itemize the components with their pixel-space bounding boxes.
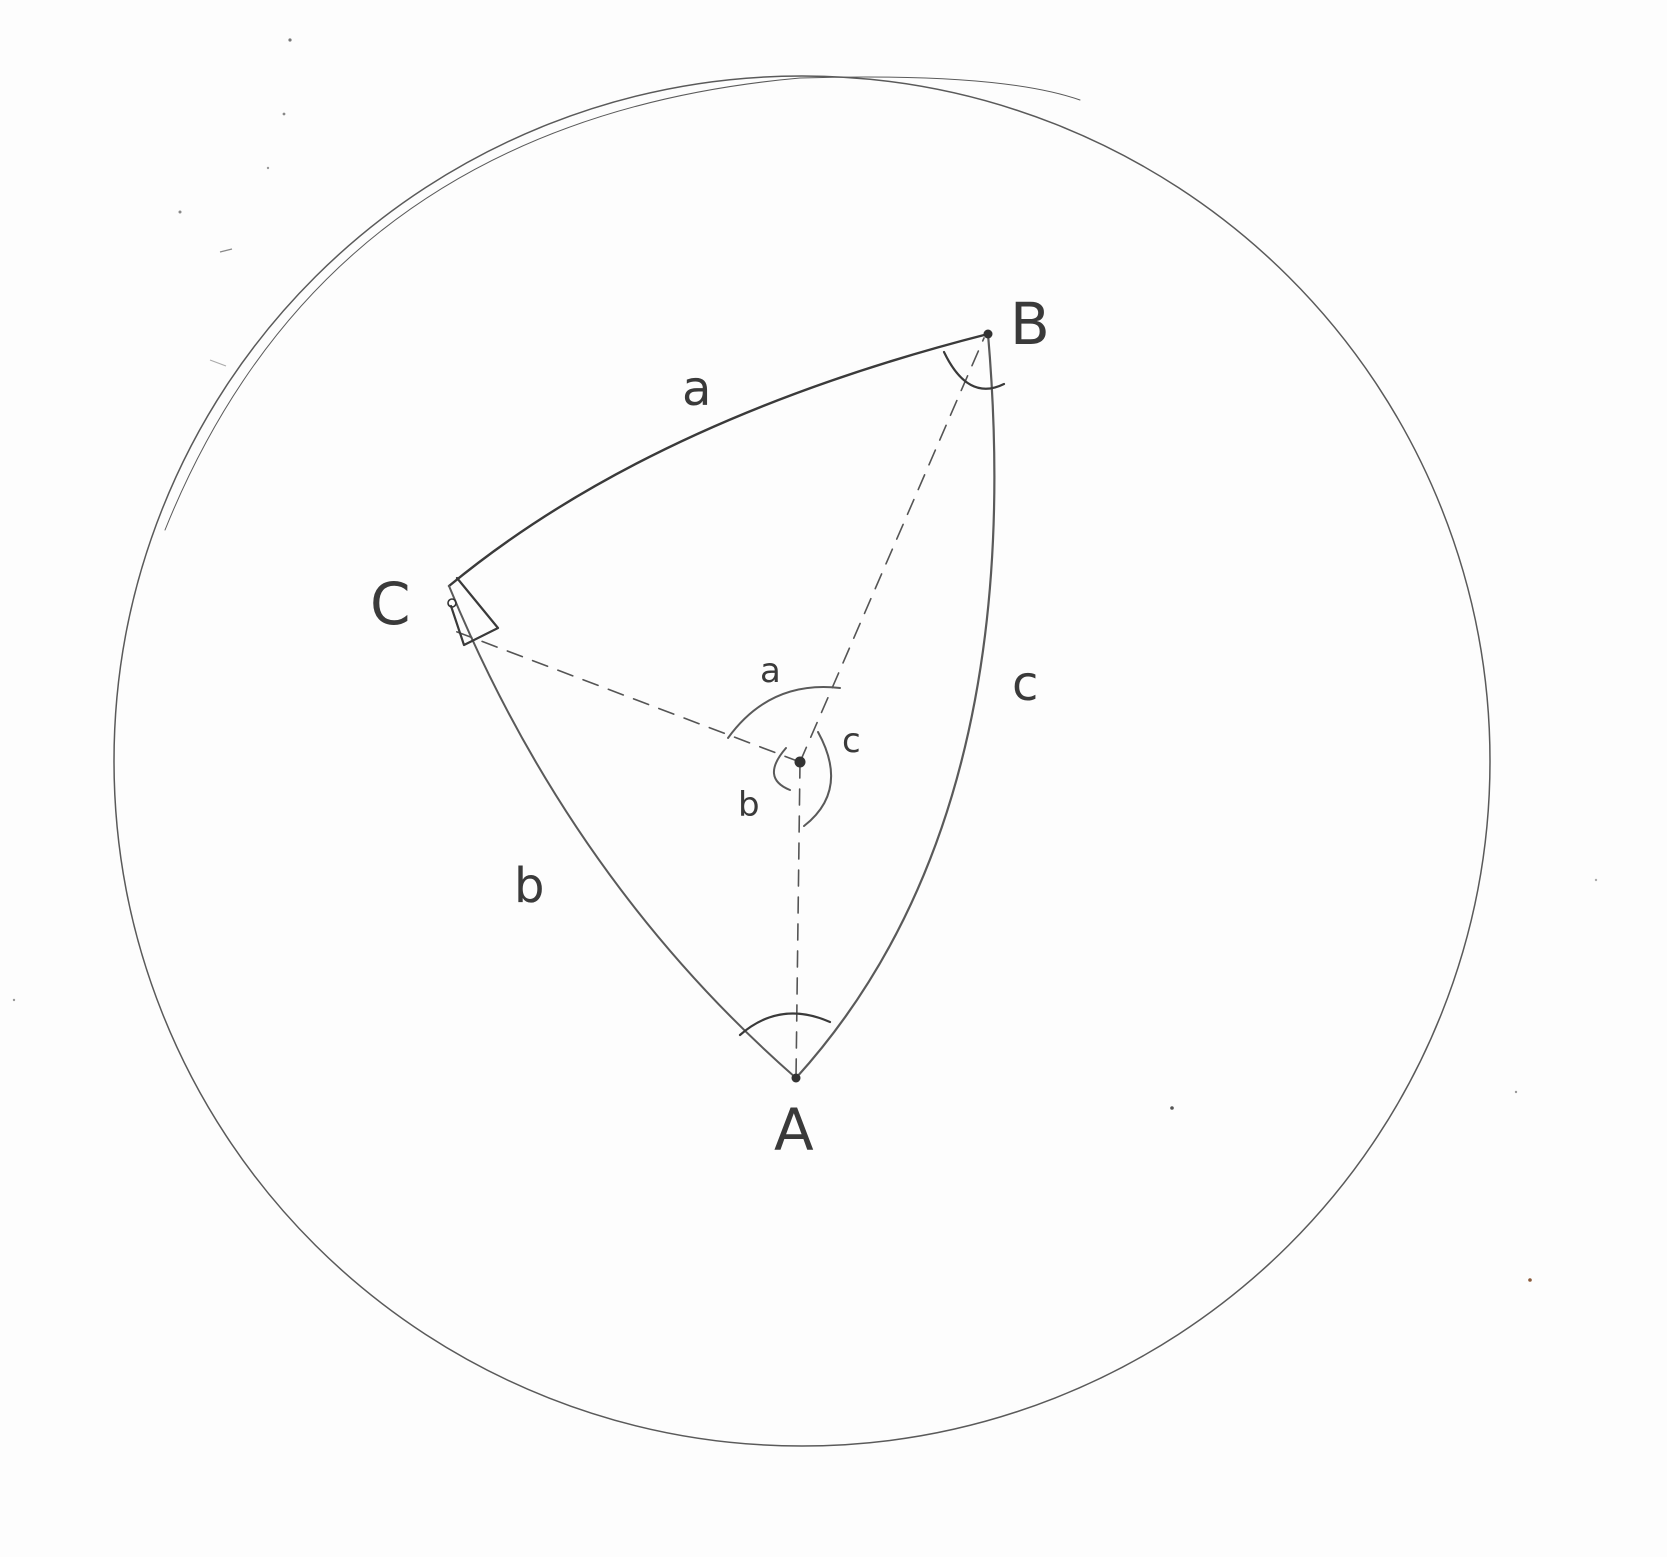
vertex-b-point — [983, 329, 993, 339]
center-angle-label-a: a — [760, 651, 781, 691]
radius-to-c — [451, 629, 801, 763]
center-angle-label-c: c — [842, 721, 861, 761]
sphere-outline — [113, 75, 1491, 1447]
angle-a-arc — [738, 1012, 832, 1037]
vertex-label-a: A — [774, 1096, 814, 1164]
side-b-arc — [448, 585, 797, 1079]
center-angle-c-arc — [803, 731, 832, 827]
center-angle-b-arc — [773, 747, 791, 791]
right-angle-marker — [449, 576, 500, 647]
side-a-arc — [447, 332, 990, 588]
center-angle-a-arc — [727, 686, 841, 739]
side-label-a: a — [682, 361, 711, 417]
sphere-outline-double-stroke — [164, 76, 1081, 531]
sphere-center-point — [794, 756, 806, 768]
vertex-label-b: B — [1010, 290, 1050, 358]
vertex-a-point — [791, 1073, 801, 1083]
radius-to-a — [795, 761, 801, 1079]
angle-b-arc — [942, 350, 1006, 390]
vertex-label-c: C — [370, 570, 411, 638]
vertex-c-point — [447, 598, 457, 608]
radius-to-b — [799, 337, 985, 763]
paper-specks — [12, 38, 1598, 1282]
side-label-c: c — [1012, 656, 1038, 712]
side-c-arc — [794, 332, 996, 1080]
side-label-b: b — [514, 858, 544, 914]
center-angle-label-b: b — [738, 785, 760, 825]
